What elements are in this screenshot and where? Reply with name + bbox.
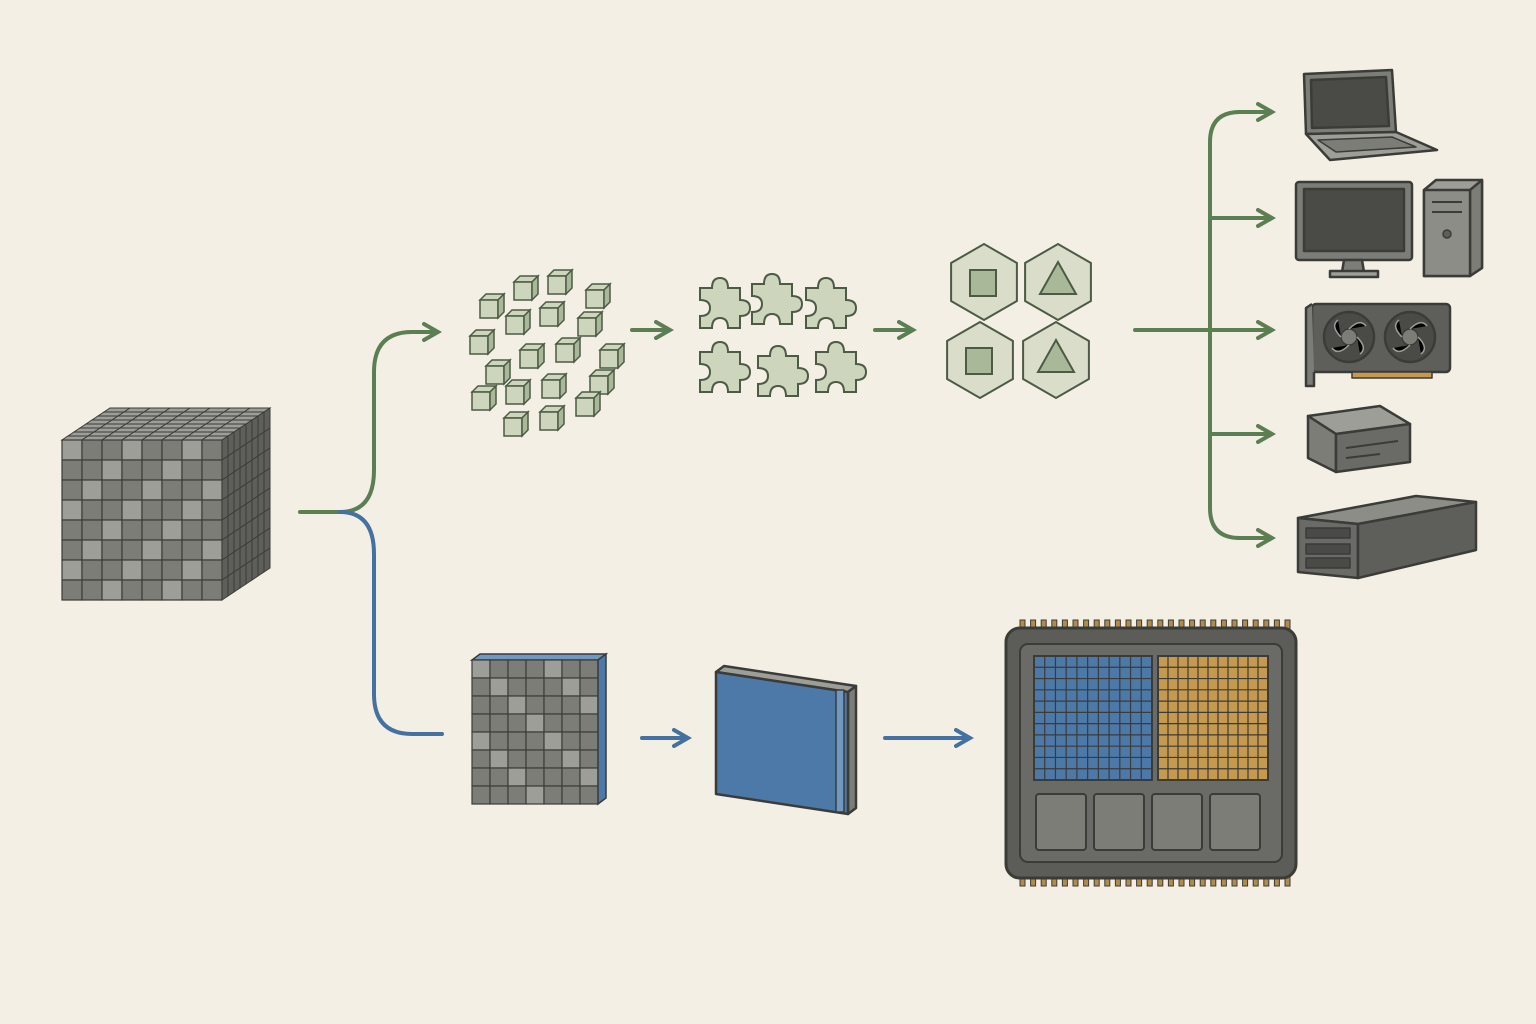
scattered-cubes-icon	[468, 268, 626, 438]
processor-chip-icon	[1004, 619, 1298, 887]
laptop-icon	[1302, 68, 1439, 162]
large-block-cube-icon	[60, 407, 272, 601]
grid-slab-icon	[469, 652, 609, 806]
server-unit-icon	[1296, 494, 1478, 580]
desktop-computer-icon	[1294, 178, 1484, 279]
mini-pc-icon	[1306, 404, 1412, 474]
fanout-spine	[1208, 110, 1242, 540]
solid-slab-icon	[714, 664, 858, 816]
wrapped-shapes-icon	[946, 242, 1092, 400]
branch-down-connector	[338, 510, 444, 736]
connectors	[298, 102, 1277, 748]
puzzle-pieces-icon	[699, 272, 868, 397]
graphics-card-icon	[1304, 302, 1452, 388]
branch-up-connector	[298, 322, 443, 514]
